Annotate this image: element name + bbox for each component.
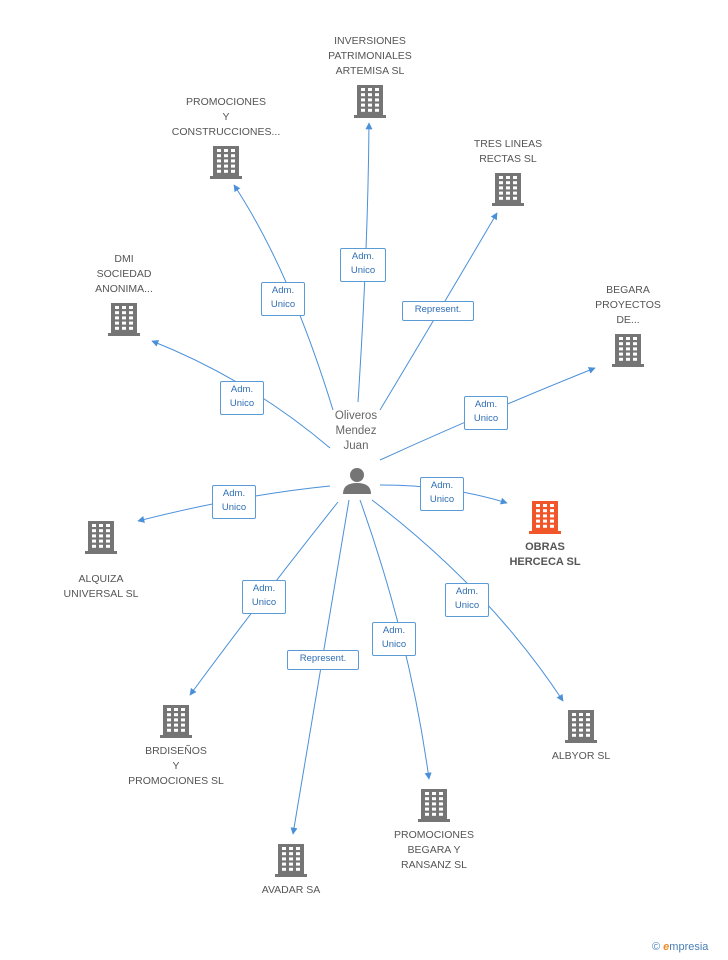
center-person-label: Oliveros Mendez Juan: [334, 410, 378, 452]
relation-tag-line: Adm.: [351, 251, 375, 262]
company-label-line: ALQUIZA: [78, 573, 124, 585]
relation-tag-line: Adm.: [430, 480, 454, 491]
relation-tag-line: Unico: [251, 597, 277, 608]
company-label-alquiza[interactable]: ALQUIZA UNIVERSAL SL: [36, 572, 166, 602]
company-label-line: Y: [222, 111, 230, 123]
building-icon-promociones-construcciones[interactable]: [210, 146, 242, 179]
company-label-line: DMI: [114, 253, 134, 265]
building-icon-tres-lineas[interactable]: [492, 173, 524, 206]
relation-tag-tres-lineas[interactable]: Represent.: [402, 301, 474, 321]
relation-tag-line: Unico: [473, 413, 499, 424]
relation-tag-line: Adm.: [230, 384, 254, 395]
building-icon-inversiones[interactable]: [354, 85, 386, 118]
company-label-line: CONSTRUCCIONES...: [171, 126, 281, 138]
relation-tag-line: Adm.: [382, 625, 406, 636]
relation-tag-line: Unico: [454, 600, 480, 611]
relation-tag-line: Adm.: [252, 583, 276, 594]
company-label-line: PROMOCIONES SL: [128, 775, 224, 787]
company-label-line: SOCIEDAD: [96, 268, 152, 280]
building-icon-obras-herceca[interactable]: [529, 501, 561, 534]
company-label-dmi[interactable]: DMI SOCIEDAD ANONIMA...: [59, 252, 189, 297]
relation-tag-promociones-begara[interactable]: Adm. Unico: [372, 622, 416, 656]
company-label-line: BEGARA Y: [407, 844, 461, 856]
company-label-line: PROMOCIONES: [394, 829, 474, 841]
building-icon-alquiza[interactable]: [85, 521, 117, 554]
company-label-line: BEGARA: [606, 284, 650, 296]
relation-tag-line: Adm.: [222, 488, 246, 499]
building-icon-avadar[interactable]: [275, 844, 307, 877]
relation-tag-line: Unico: [350, 265, 376, 276]
company-label-promociones-construcciones[interactable]: PROMOCIONES Y CONSTRUCCIONES...: [161, 95, 291, 140]
relation-tag-begara-proyectos[interactable]: Adm. Unico: [464, 396, 508, 430]
relation-tag-inversiones[interactable]: Adm. Unico: [340, 248, 386, 282]
company-label-line: RANSANZ SL: [401, 859, 467, 871]
relation-tag-alquiza[interactable]: Adm. Unico: [212, 485, 256, 519]
company-label-line: AVADAR SA: [261, 884, 321, 896]
company-label-line: ANONIMA...: [95, 283, 153, 295]
relation-tag-brdisenos[interactable]: Adm. Unico: [242, 580, 286, 614]
company-label-brdisenos[interactable]: BRDISEÑOS Y PROMOCIONES SL: [111, 744, 241, 789]
company-label-line: ARTEMISA SL: [335, 65, 405, 77]
company-label-line: ALBYOR SL: [551, 750, 611, 762]
relation-tag-line: Represent.: [414, 304, 462, 315]
relation-tag-line: Unico: [381, 639, 407, 650]
relation-tag-line: Unico: [221, 502, 247, 513]
company-label-line: DE...: [616, 314, 640, 326]
company-label-line: PROMOCIONES: [186, 96, 266, 108]
company-label-line: BRDISEÑOS: [145, 745, 207, 757]
company-label-line: UNIVERSAL SL: [63, 588, 139, 600]
company-label-begara-proyectos[interactable]: BEGARA PROYECTOS DE...: [563, 283, 693, 328]
relation-tag-albyor[interactable]: Adm. Unico: [445, 583, 489, 617]
relation-tag-line: Adm.: [271, 285, 295, 296]
company-label-line: TRES LINEAS: [473, 138, 543, 150]
company-label-line: INVERSIONES: [334, 35, 406, 47]
building-icon-dmi[interactable]: [108, 303, 140, 336]
company-label-line: HERCECA SL: [509, 556, 581, 568]
relation-tag-line: Represent.: [299, 653, 347, 664]
relation-tag-avadar[interactable]: Represent.: [287, 650, 359, 670]
building-icon-brdisenos[interactable]: [160, 705, 192, 738]
company-label-line: PATRIMONIALES: [328, 50, 412, 62]
relation-tag-line: Unico: [270, 299, 296, 310]
relation-tag-dmi[interactable]: Adm. Unico: [220, 381, 264, 415]
relation-tag-line: Unico: [229, 398, 255, 409]
empresia-logo: © empresia: [652, 941, 709, 953]
relation-tag-line: Adm.: [455, 586, 479, 597]
company-label-line: OBRAS: [525, 541, 565, 553]
person-icon[interactable]: [343, 468, 371, 494]
building-icon-albyor[interactable]: [565, 710, 597, 743]
relation-tag-line: Adm.: [474, 399, 498, 410]
company-label-tres-lineas[interactable]: TRES LINEAS RECTAS SL: [443, 137, 573, 167]
company-label-line: RECTAS SL: [479, 153, 537, 165]
company-label-albyor[interactable]: ALBYOR SL: [516, 749, 646, 764]
company-label-line: Y: [172, 760, 180, 772]
company-label-line: PROYECTOS: [595, 299, 661, 311]
relation-tag-promociones-construcciones[interactable]: Adm. Unico: [261, 282, 305, 316]
relation-tag-line: Unico: [429, 494, 455, 505]
building-icon-promociones-begara[interactable]: [418, 789, 450, 822]
building-icon-begara-proyectos[interactable]: [612, 334, 644, 367]
company-label-obras-herceca[interactable]: OBRAS HERCECA SL: [480, 540, 610, 570]
company-label-promociones-begara[interactable]: PROMOCIONES BEGARA Y RANSANZ SL: [369, 828, 499, 873]
company-label-avadar[interactable]: AVADAR SA: [226, 883, 356, 898]
relation-tag-obras-herceca[interactable]: Adm. Unico: [420, 477, 464, 511]
company-label-inversiones[interactable]: INVERSIONES PATRIMONIALES ARTEMISA SL: [305, 34, 435, 79]
